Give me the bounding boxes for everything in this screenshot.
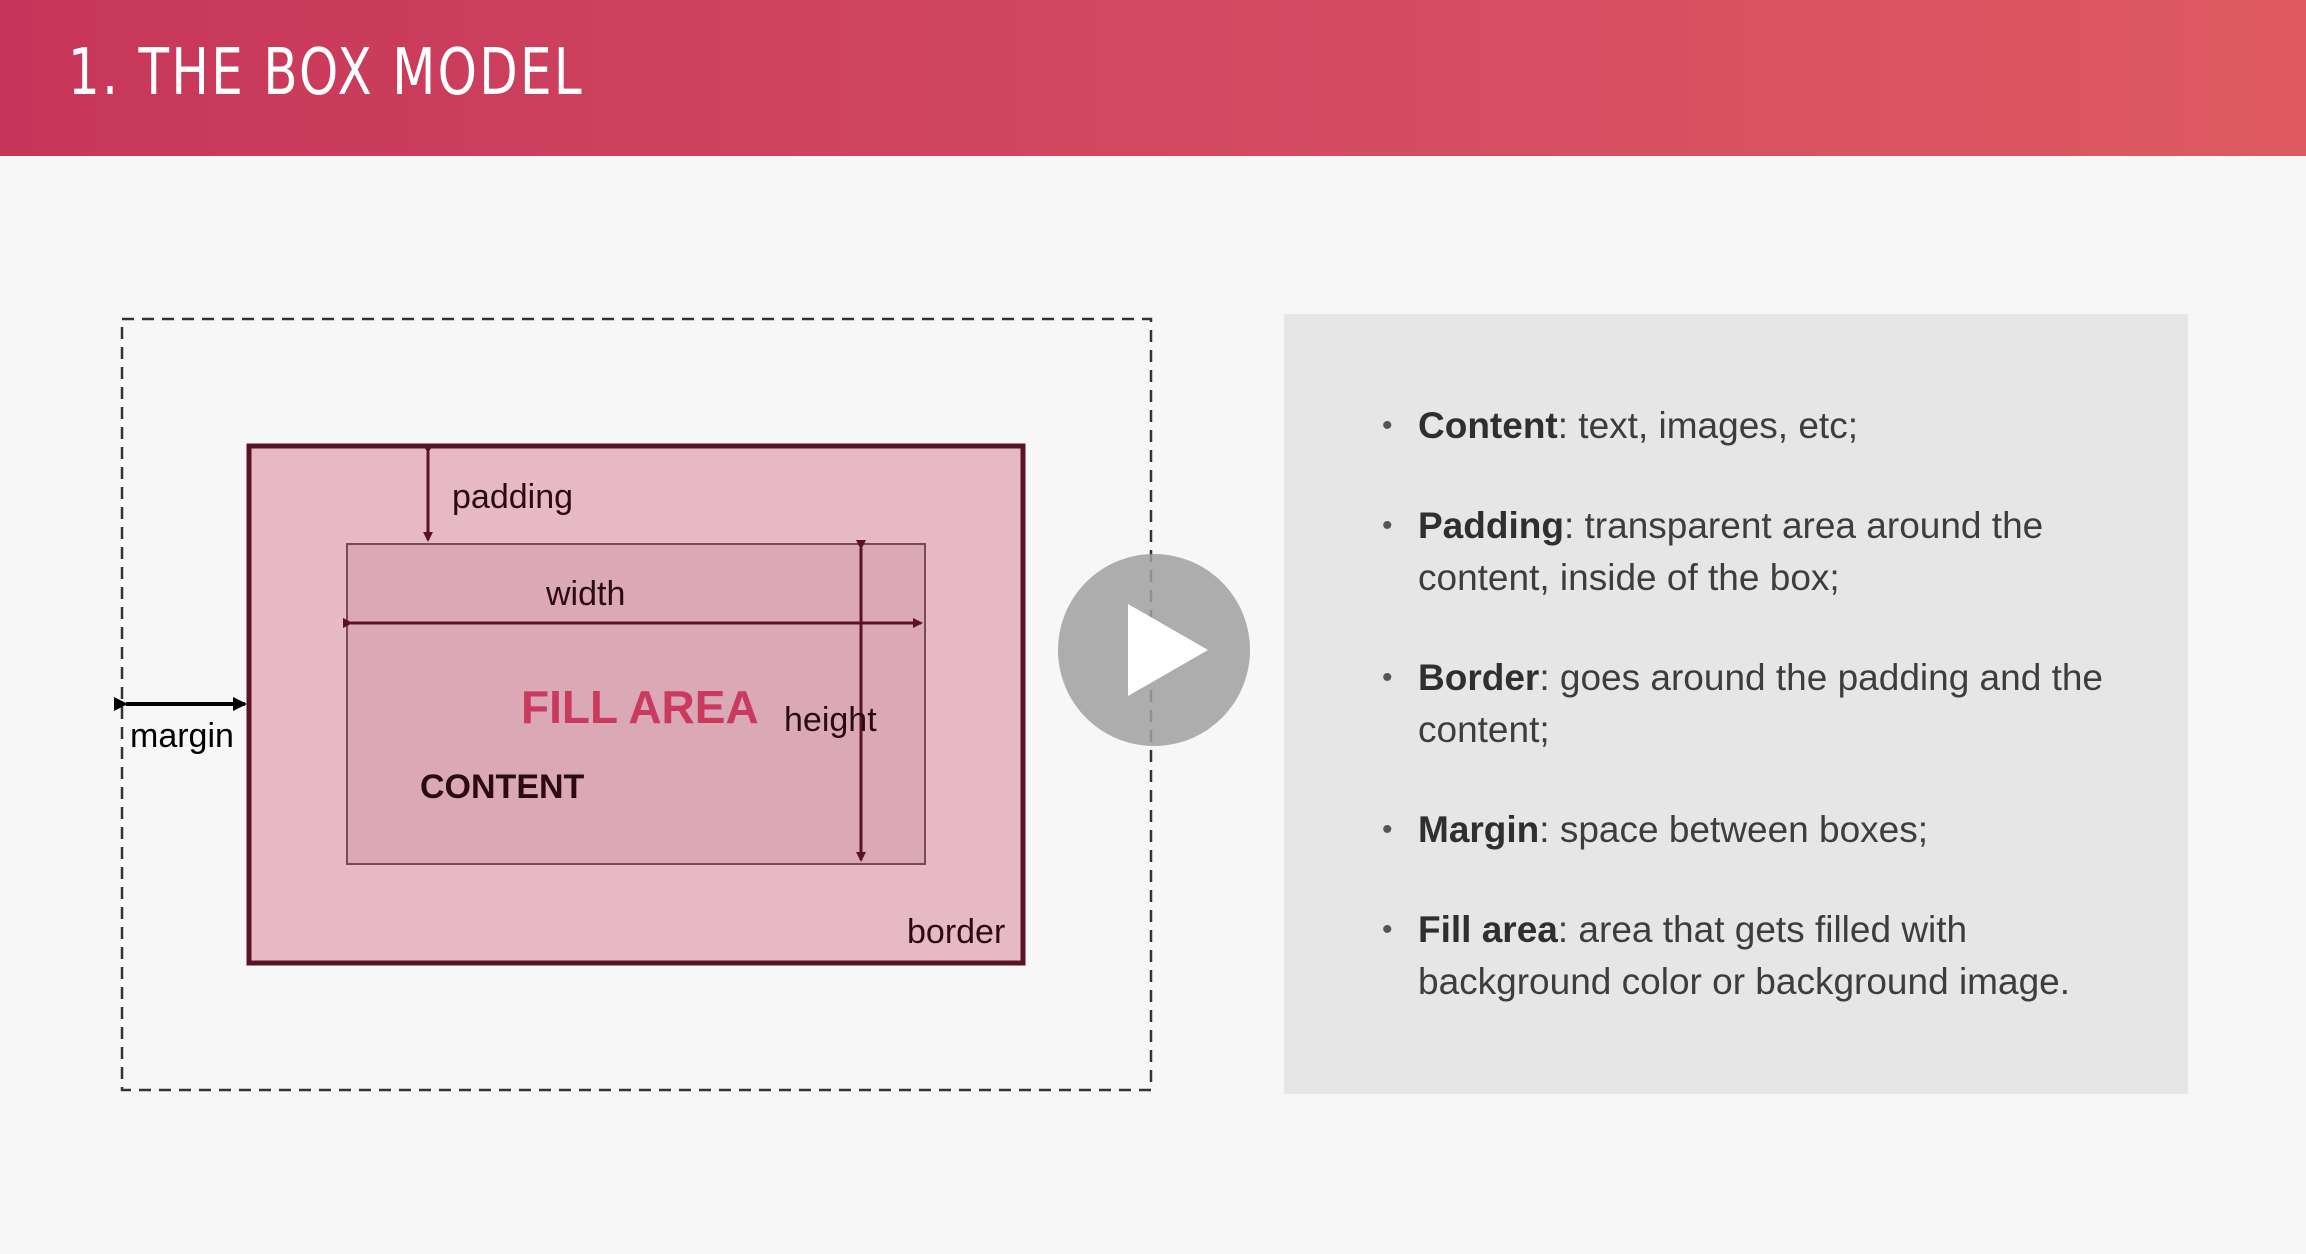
term-content: Content	[1418, 405, 1558, 446]
definition-padding: : transparent area around the content, i…	[1418, 505, 2044, 598]
term-border: Border	[1418, 657, 1540, 698]
header-bar: 1. THE BOX MODEL	[0, 0, 2306, 156]
content-label: CONTENT	[420, 768, 585, 806]
width-label: width	[545, 575, 625, 613]
bullet-dot-icon: •	[1382, 913, 1393, 946]
height-label: height	[784, 701, 877, 739]
list-item: • Border: goes around the padding and th…	[1284, 652, 2144, 756]
definition-margin: : space between boxes;	[1539, 809, 1929, 850]
list-item: • Content: text, images, etc;	[1284, 400, 2144, 452]
list-item: • Margin: space between boxes;	[1284, 804, 2144, 856]
definitions-panel	[1284, 314, 2188, 1094]
padding-label: padding	[452, 478, 573, 516]
margin-label: margin	[130, 717, 234, 755]
fill-area-label: FILL AREA	[521, 681, 759, 733]
list-item: • Padding: transparent area around the c…	[1284, 500, 2144, 604]
border-label: border	[907, 913, 1005, 951]
bullet-dot-icon: •	[1382, 813, 1393, 846]
bullet-dot-icon: •	[1382, 409, 1393, 442]
term-fill-area: Fill area	[1418, 909, 1558, 950]
bullet-dot-icon: •	[1382, 509, 1393, 542]
play-button[interactable]	[1058, 554, 1250, 746]
page-title: 1. THE BOX MODEL	[68, 36, 585, 110]
definition-border: : goes around the padding and the conten…	[1418, 657, 2104, 750]
definition-content: : text, images, etc;	[1557, 405, 1858, 446]
list-item: • Fill area: area that gets filled with …	[1284, 904, 2144, 1008]
term-padding: Padding	[1418, 505, 1564, 546]
term-margin: Margin	[1418, 809, 1540, 850]
play-icon	[1128, 604, 1208, 696]
content-box	[346, 543, 926, 865]
bullet-dot-icon: •	[1382, 661, 1393, 694]
definitions-list: • Content: text, images, etc; • Padding:…	[1284, 400, 2144, 1056]
definition-fill-area: : area that gets filled with background …	[1418, 909, 2070, 1002]
